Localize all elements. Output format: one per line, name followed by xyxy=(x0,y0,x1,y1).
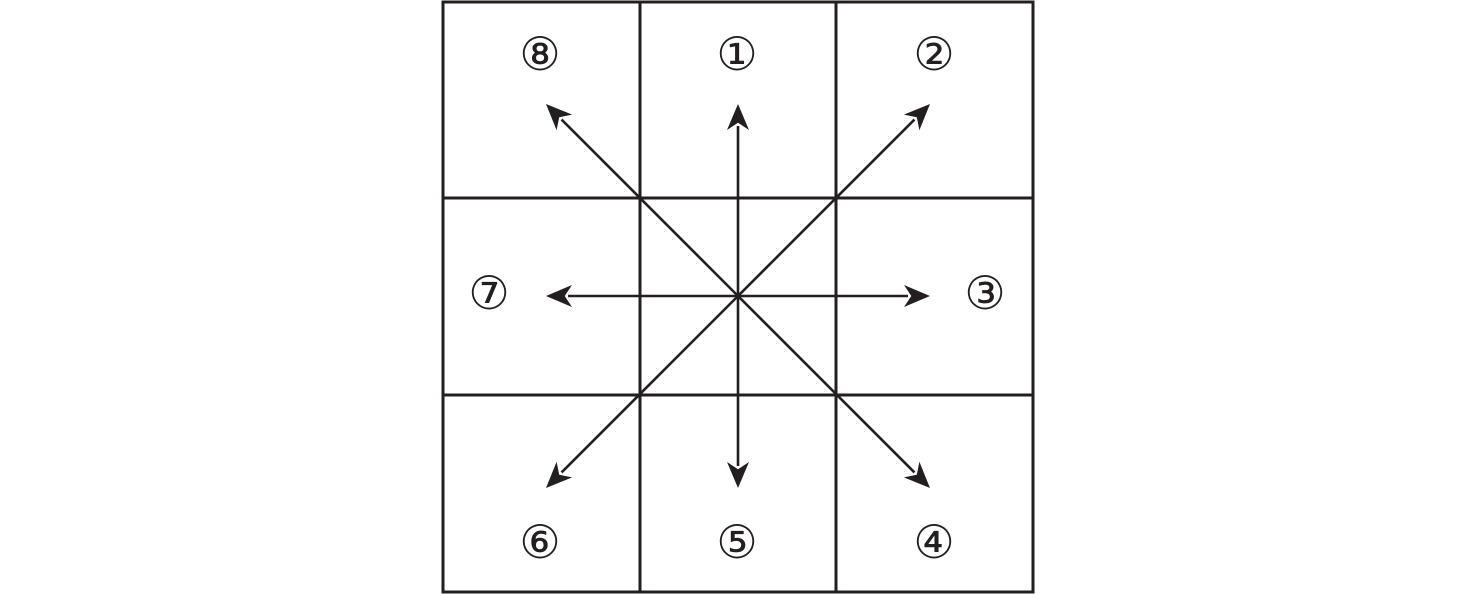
label-direction-5: ⑤ xyxy=(716,515,757,569)
arrow-head-5 xyxy=(727,462,749,488)
arrow-head-7 xyxy=(546,285,572,307)
arrow-head-6 xyxy=(546,461,573,488)
arrow-head-8 xyxy=(546,104,573,131)
arrow-head-2 xyxy=(903,104,930,131)
arrow-head-3 xyxy=(904,285,930,307)
label-direction-6: ⑥ xyxy=(519,515,560,569)
arrow-line-2 xyxy=(737,118,916,297)
arrow-line-4 xyxy=(737,295,916,474)
label-direction-2: ② xyxy=(913,27,954,81)
label-direction-1: ① xyxy=(716,27,757,81)
direction-arrows xyxy=(546,104,930,488)
arrow-line-8 xyxy=(560,118,739,297)
grid xyxy=(441,0,1035,594)
grid-outer-border xyxy=(441,0,1035,594)
label-direction-4: ④ xyxy=(913,515,954,569)
label-direction-3: ③ xyxy=(964,266,1005,320)
label-direction-7: ⑦ xyxy=(468,266,509,320)
label-direction-8: ⑧ xyxy=(519,27,560,81)
direction-labels: ① ② ③ ④ ⑤ ⑥ ⑦ ⑧ xyxy=(468,27,1005,569)
arrow-head-1 xyxy=(727,104,749,130)
arrow-line-6 xyxy=(560,295,739,474)
arrow-head-4 xyxy=(903,461,930,488)
